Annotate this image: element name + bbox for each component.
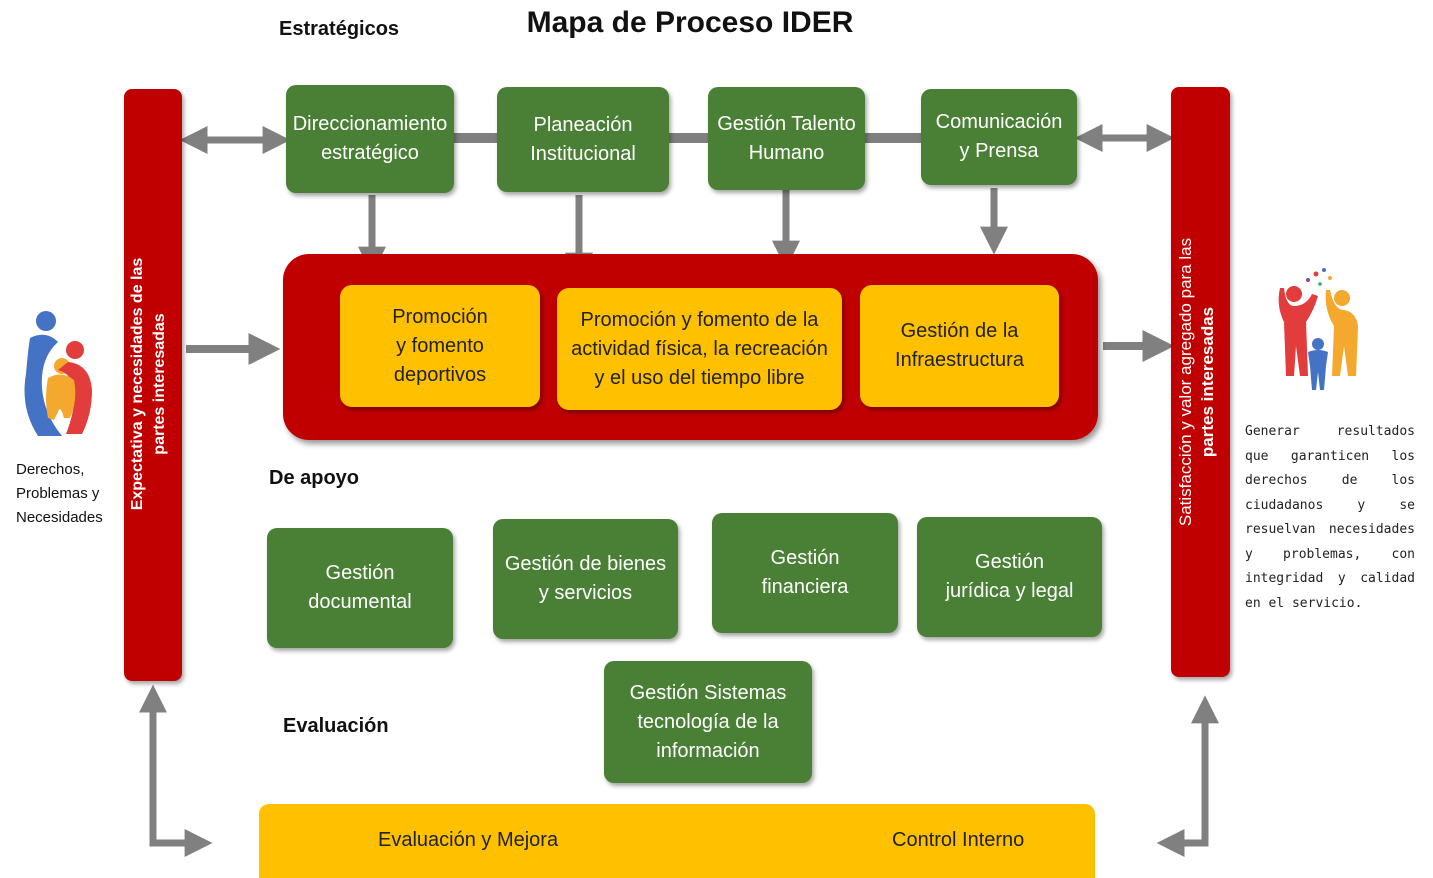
missional-box-line: Infraestructura xyxy=(895,349,1024,371)
support-box-line: tecnología de la xyxy=(637,710,779,733)
support-box-documental: Gestión documental xyxy=(267,528,453,648)
missional-box-actividad-fisica: Promoción y fomento de la actividad físic… xyxy=(557,288,842,410)
missional-box-line: Promoción xyxy=(392,305,488,328)
support-box-line: jurídica y legal xyxy=(945,580,1074,602)
right-bar-line-1: Satisfacción y valor agregado para las xyxy=(1176,237,1195,527)
bottom-right-arrow xyxy=(1156,695,1219,857)
missional-box-line: actividad física, la recreación xyxy=(571,337,828,360)
support-box-line: documental xyxy=(308,591,412,613)
missional-box-promocion-deportivos: Promoción y fomento deportivos xyxy=(340,285,540,407)
strategic-box-line: Direccionamiento xyxy=(292,113,448,135)
support-box-juridica: Gestión jurídica y legal xyxy=(917,517,1102,637)
support-box-line: Gestión de bienes xyxy=(504,553,667,575)
support-box-sistemas: Gestión Sistemas tecnología de la informac… xyxy=(604,661,812,783)
section-label-apoyo: De apoyo xyxy=(269,467,360,489)
left-caption-line: Necesidades xyxy=(16,509,103,526)
section-label-evaluacion: Evaluación xyxy=(283,715,389,737)
missional-box-line: deportivos xyxy=(393,363,487,386)
left-caption: Derechos, Problemas y Necesidades xyxy=(16,458,103,530)
left-bar-line-2: partes interesadas xyxy=(151,313,168,455)
right-bar-line-2: partes interesadas xyxy=(1198,306,1217,458)
page-title: Mapa de Proceso IDER xyxy=(526,6,854,39)
left-caption-line: Problemas y xyxy=(16,485,100,502)
support-box-line: información xyxy=(656,739,760,762)
evaluation-bar xyxy=(259,804,1095,878)
strategic-box-line: estratégico xyxy=(321,142,419,164)
support-box-line: y servicios xyxy=(538,582,633,604)
support-box-line: financiera xyxy=(761,576,849,598)
evaluation-mejora-label: Evaluación y Mejora xyxy=(378,829,559,851)
family-people-icon xyxy=(24,311,92,436)
support-box-line: Gestión Sistemas xyxy=(629,681,787,704)
right-bar-text: Satisfacción y valor agregado para las p… xyxy=(1175,87,1225,677)
celebrating-people-icon xyxy=(1278,268,1358,390)
support-box-financiera: Gestión financiera xyxy=(712,513,898,633)
support-box-bienes-servicios: Gestión de bienes y servicios xyxy=(493,519,678,639)
control-interno-label: Control Interno xyxy=(892,829,1025,851)
missional-box-line: Promoción y fomento de la xyxy=(580,308,819,331)
support-box-line: Gestión xyxy=(770,547,840,569)
left-bar-line-1: Expectativa y necesidades de las xyxy=(129,257,146,511)
support-box-line: Gestión xyxy=(325,562,395,584)
support-box-line: Gestión xyxy=(975,551,1044,573)
missional-box-line: y el uso del tiempo libre xyxy=(594,366,805,389)
strategic-box-line: Institucional xyxy=(530,142,636,165)
right-output-bar xyxy=(1171,87,1230,677)
strategic-box-direccionamiento: Direccionamiento estratégico xyxy=(286,85,454,193)
left-input-bar xyxy=(124,89,182,681)
strategic-box-comunicacion: Comunicación y Prensa xyxy=(921,89,1077,185)
bottom-left-arrow xyxy=(139,684,213,857)
section-label-estrategicos: Estratégicos xyxy=(279,18,400,40)
left-caption-line: Derechos, xyxy=(16,461,85,478)
strategic-box-line: Planeación xyxy=(533,113,633,136)
left-bar-text: Expectativa y necesidades de las partes … xyxy=(127,89,177,679)
strategic-box-line: Comunicación xyxy=(935,111,1063,133)
strategic-box-line: y Prensa xyxy=(959,140,1039,162)
missional-box-line: Gestión de la xyxy=(900,320,1019,342)
strategic-box-line: Humano xyxy=(748,141,825,164)
strategic-box-line: Gestión Talento xyxy=(717,112,856,135)
right-caption: Generar resultados que garanticen los de… xyxy=(1245,424,1415,611)
missional-box-infraestructura: Gestión de la Infraestructura xyxy=(860,285,1059,407)
missional-box-line: y fomento xyxy=(396,334,484,357)
